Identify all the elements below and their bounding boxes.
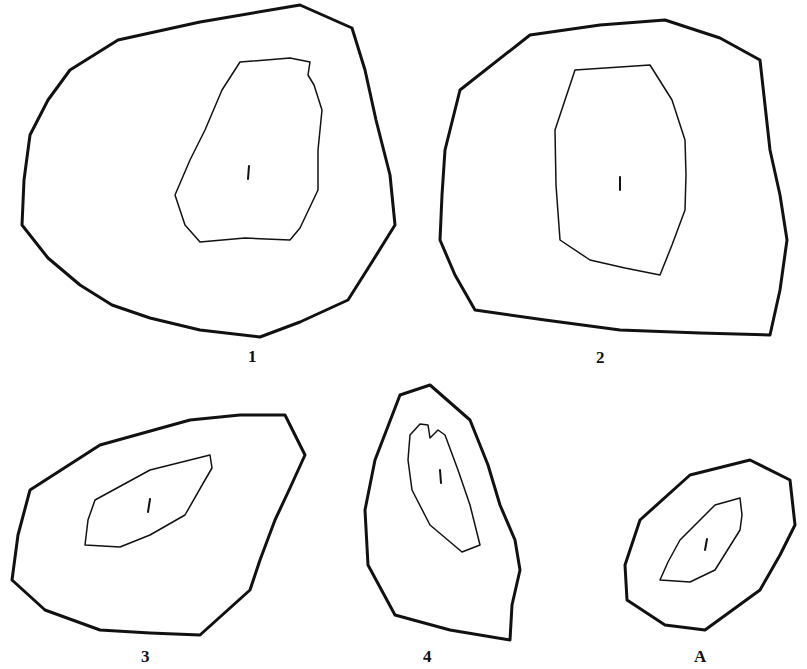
figure-number: 3 bbox=[141, 648, 150, 665]
outer-outline bbox=[22, 5, 395, 337]
center-mark bbox=[705, 539, 707, 550]
inner-outline bbox=[85, 455, 212, 547]
outer-outline bbox=[625, 460, 795, 630]
inner-outline bbox=[408, 424, 480, 552]
figure-number: 2 bbox=[596, 349, 605, 366]
outer-outline bbox=[440, 20, 787, 335]
figure-number: 4 bbox=[423, 648, 432, 665]
outer-outline bbox=[365, 385, 520, 640]
inner-outline bbox=[660, 498, 742, 582]
center-mark bbox=[248, 166, 249, 179]
center-mark bbox=[440, 470, 441, 483]
center-mark bbox=[148, 499, 150, 512]
center-mark bbox=[619, 177, 621, 190]
outer-outline bbox=[12, 415, 305, 635]
figure-number: 1 bbox=[248, 348, 257, 365]
inner-outline bbox=[175, 58, 322, 242]
figure-number: A bbox=[694, 648, 706, 665]
inner-outline bbox=[555, 65, 686, 275]
